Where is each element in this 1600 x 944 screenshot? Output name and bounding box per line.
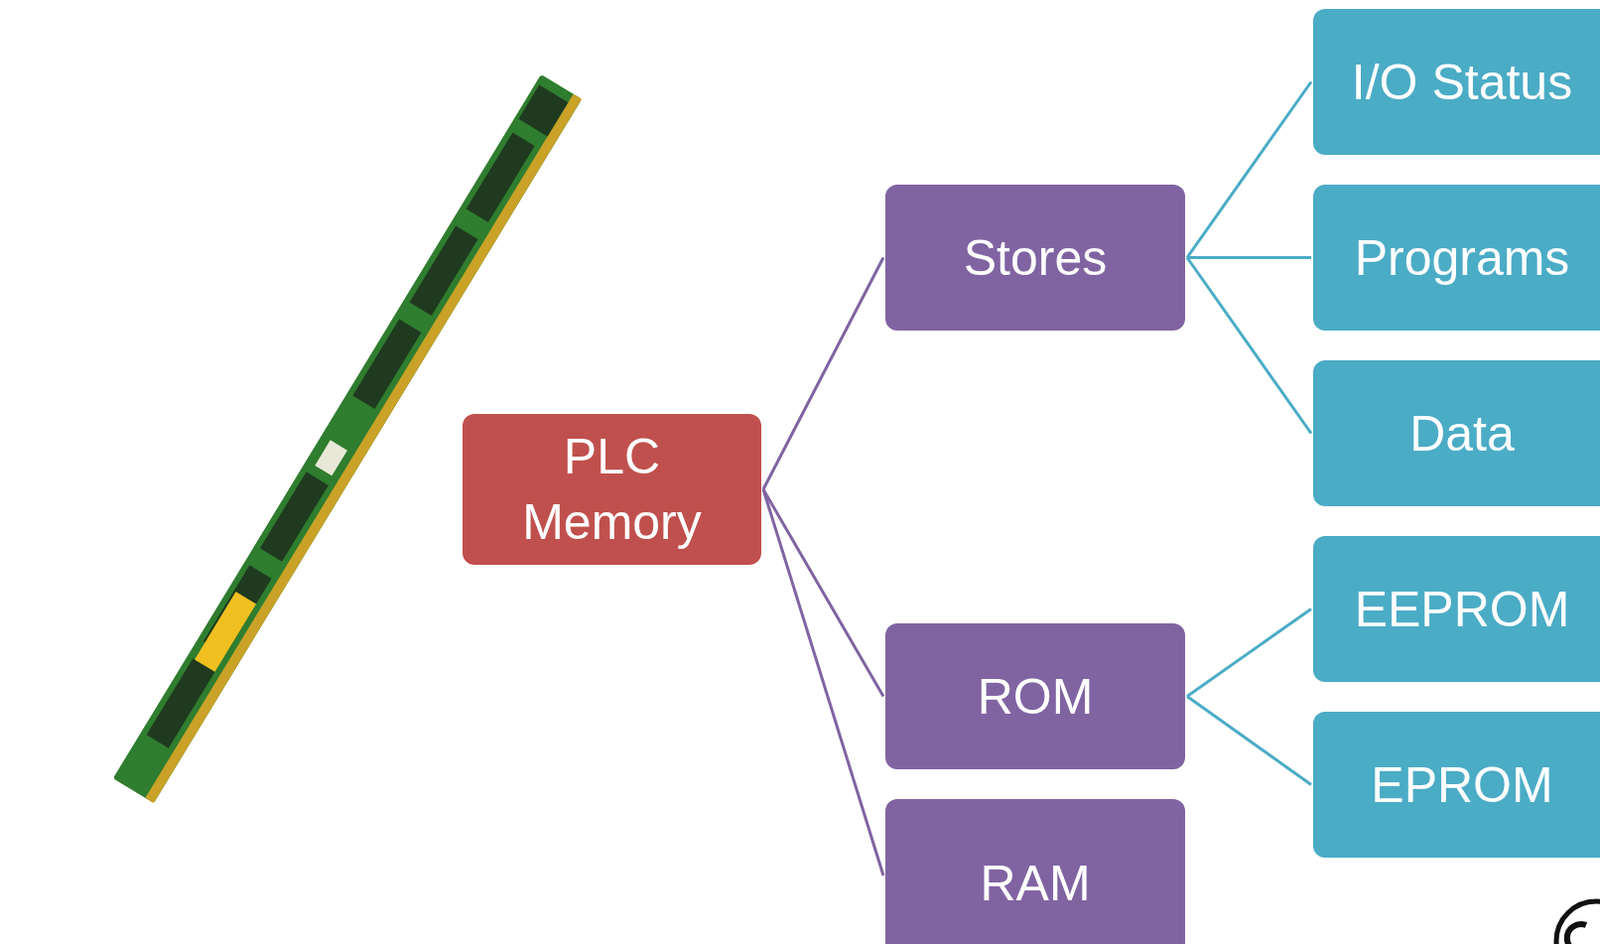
memory-box: EPROM	[1313, 711, 1600, 858]
box-label: I/O Status	[1351, 49, 1573, 116]
module-label	[194, 591, 257, 672]
connector-line	[1187, 609, 1312, 697]
memory-chip	[260, 471, 329, 561]
license-mark	[1567, 924, 1587, 944]
box-label: Stores	[963, 225, 1108, 291]
memory-box: Data	[1313, 360, 1600, 507]
license-icon	[1556, 901, 1600, 944]
connector-line	[763, 489, 884, 876]
box-label: EPROM	[1370, 752, 1553, 818]
box-label: ROM	[977, 664, 1094, 730]
memory-box: I/O Status	[1313, 8, 1600, 155]
connector-line	[1187, 82, 1312, 259]
box-label: Programs	[1354, 225, 1571, 291]
memory-chip	[466, 133, 535, 223]
box-label: EEPROM	[1354, 576, 1571, 643]
memory-chip	[409, 226, 479, 316]
connector-line	[1187, 256, 1312, 260]
memory-box: Stores	[885, 184, 1186, 331]
memory-box: PLC Memory	[462, 413, 762, 565]
memory-box: EEPROM	[1313, 535, 1600, 682]
memory-box: RAM	[885, 799, 1186, 944]
box-label: RAM	[979, 850, 1090, 917]
box-label: PLC Memory	[505, 423, 719, 555]
memory-box: Programs	[1313, 184, 1600, 331]
small-chip	[314, 439, 348, 476]
memory-chip	[146, 658, 216, 748]
license-ring	[1556, 901, 1600, 944]
connector-line	[1187, 258, 1312, 434]
memory-chip	[352, 319, 421, 409]
memory-chip	[519, 85, 569, 137]
memory-box: ROM	[885, 623, 1186, 770]
connector-line	[763, 258, 884, 491]
connector-line	[1187, 696, 1312, 786]
box-label: Data	[1409, 400, 1515, 467]
connector-line	[763, 489, 884, 697]
